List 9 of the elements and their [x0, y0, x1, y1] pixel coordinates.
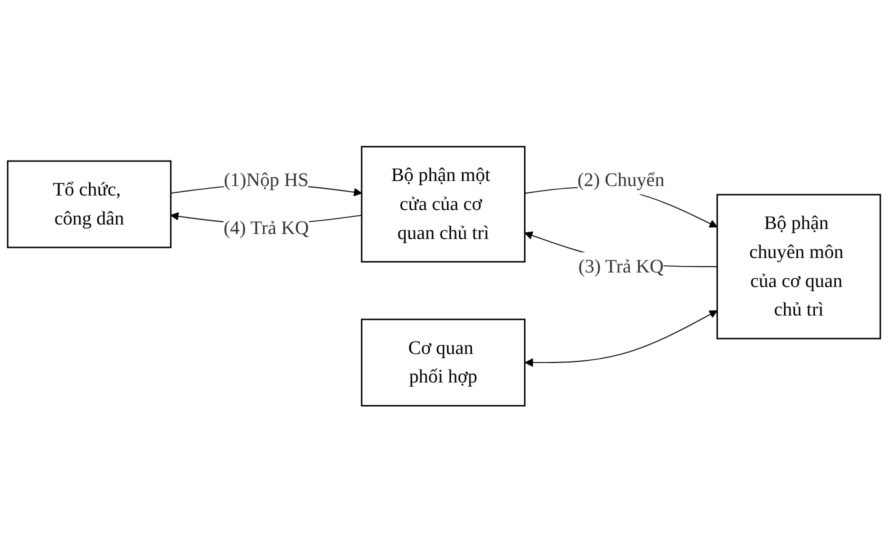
- node-box: Bộ phận chuyên môn của cơ quan chủ trì: [716, 194, 882, 340]
- edge-label: (4) Trả KQ: [224, 218, 309, 240]
- node-box: Cơ quan phối hợp: [360, 318, 526, 407]
- edge-label: (1)Nộp HS: [224, 170, 309, 192]
- edge-label: (2) Chuyển: [578, 170, 664, 192]
- node-box: Bộ phận một cửa của cơ quan chủ trì: [360, 146, 526, 263]
- arrow: [524, 310, 718, 368]
- edge-label: (3) Trả KQ: [578, 256, 664, 278]
- node-box: Tổ chức, công dân: [6, 160, 172, 248]
